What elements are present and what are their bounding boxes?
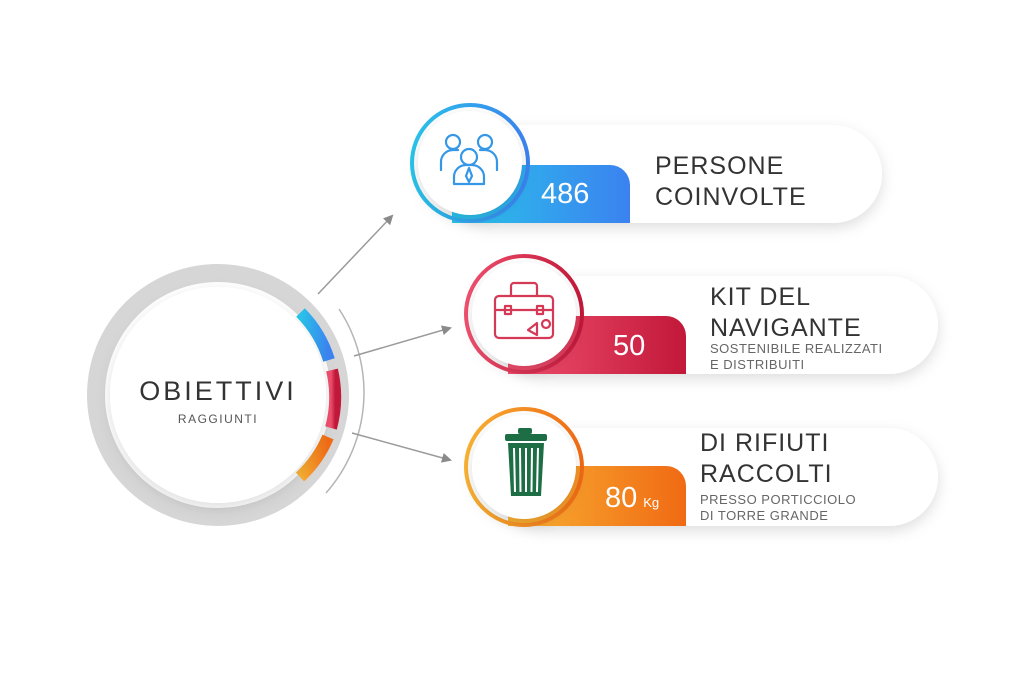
- item-value: 486: [541, 178, 589, 211]
- value-number: 486: [541, 178, 590, 210]
- item-title-line: KIT DEL: [710, 283, 812, 311]
- item-subtitle: SOSTENIBILE REALIZZATI E DISTRIBUITI: [710, 341, 883, 373]
- item-card-kit: [464, 254, 938, 374]
- hub: [87, 264, 365, 526]
- item-title-line: DI RIFIUTI: [700, 429, 830, 457]
- item-title-line: PERSONE: [655, 152, 785, 180]
- item-value: 50: [613, 330, 645, 363]
- item-subtitle-line: E DISTRIBUITI: [710, 357, 805, 372]
- value-unit: Kg: [643, 495, 660, 510]
- hub-subtitle: RAGGIUNTI: [177, 412, 259, 426]
- value-number: 80: [605, 482, 638, 514]
- arrow-to-item-2: [353, 325, 452, 357]
- item-subtitle-line: PRESSO PORTICCIOLO: [700, 492, 857, 507]
- item-card-persone: [410, 103, 882, 223]
- suitcase-icon: [493, 281, 555, 340]
- arrow-to-item-3: [351, 432, 452, 463]
- item-title-line: RACCOLTI: [700, 460, 833, 488]
- icon-ring: [410, 103, 530, 223]
- item-value: 80 Kg: [605, 482, 659, 515]
- icon-ring: [464, 254, 584, 374]
- hub-ring-segment-orange: [295, 434, 334, 482]
- item-card-rifiuti: [464, 407, 938, 527]
- item-subtitle-line: DI TORRE GRANDE: [700, 508, 829, 523]
- people-icon: [439, 133, 499, 186]
- trash-bin-icon: [505, 428, 547, 496]
- item-title-line: COINVOLTE: [655, 183, 807, 211]
- hub-ring-segment-red: [325, 368, 342, 430]
- hub-title: OBIETTIVI: [139, 376, 297, 406]
- icon-disc: [472, 262, 576, 366]
- hub-inner-circle: [110, 287, 326, 503]
- arrow-to-item-1: [317, 214, 394, 295]
- item-title-line: NAVIGANTE: [710, 314, 862, 342]
- item-subtitle: PRESSO PORTICCIOLO DI TORRE GRANDE: [700, 492, 856, 524]
- icon-ring: [464, 407, 584, 527]
- hub-ring-segment-blue: [296, 308, 335, 362]
- item-title: DI RIFIUTI RACCOLTI: [700, 428, 833, 490]
- value-number: 50: [613, 330, 646, 362]
- item-title: PERSONE COINVOLTE: [655, 151, 807, 213]
- hub-outer-arc: [325, 308, 365, 494]
- icon-disc: [418, 111, 522, 215]
- item-title: KIT DEL NAVIGANTE: [710, 282, 862, 344]
- item-subtitle-line: SOSTENIBILE REALIZZATI: [710, 341, 883, 356]
